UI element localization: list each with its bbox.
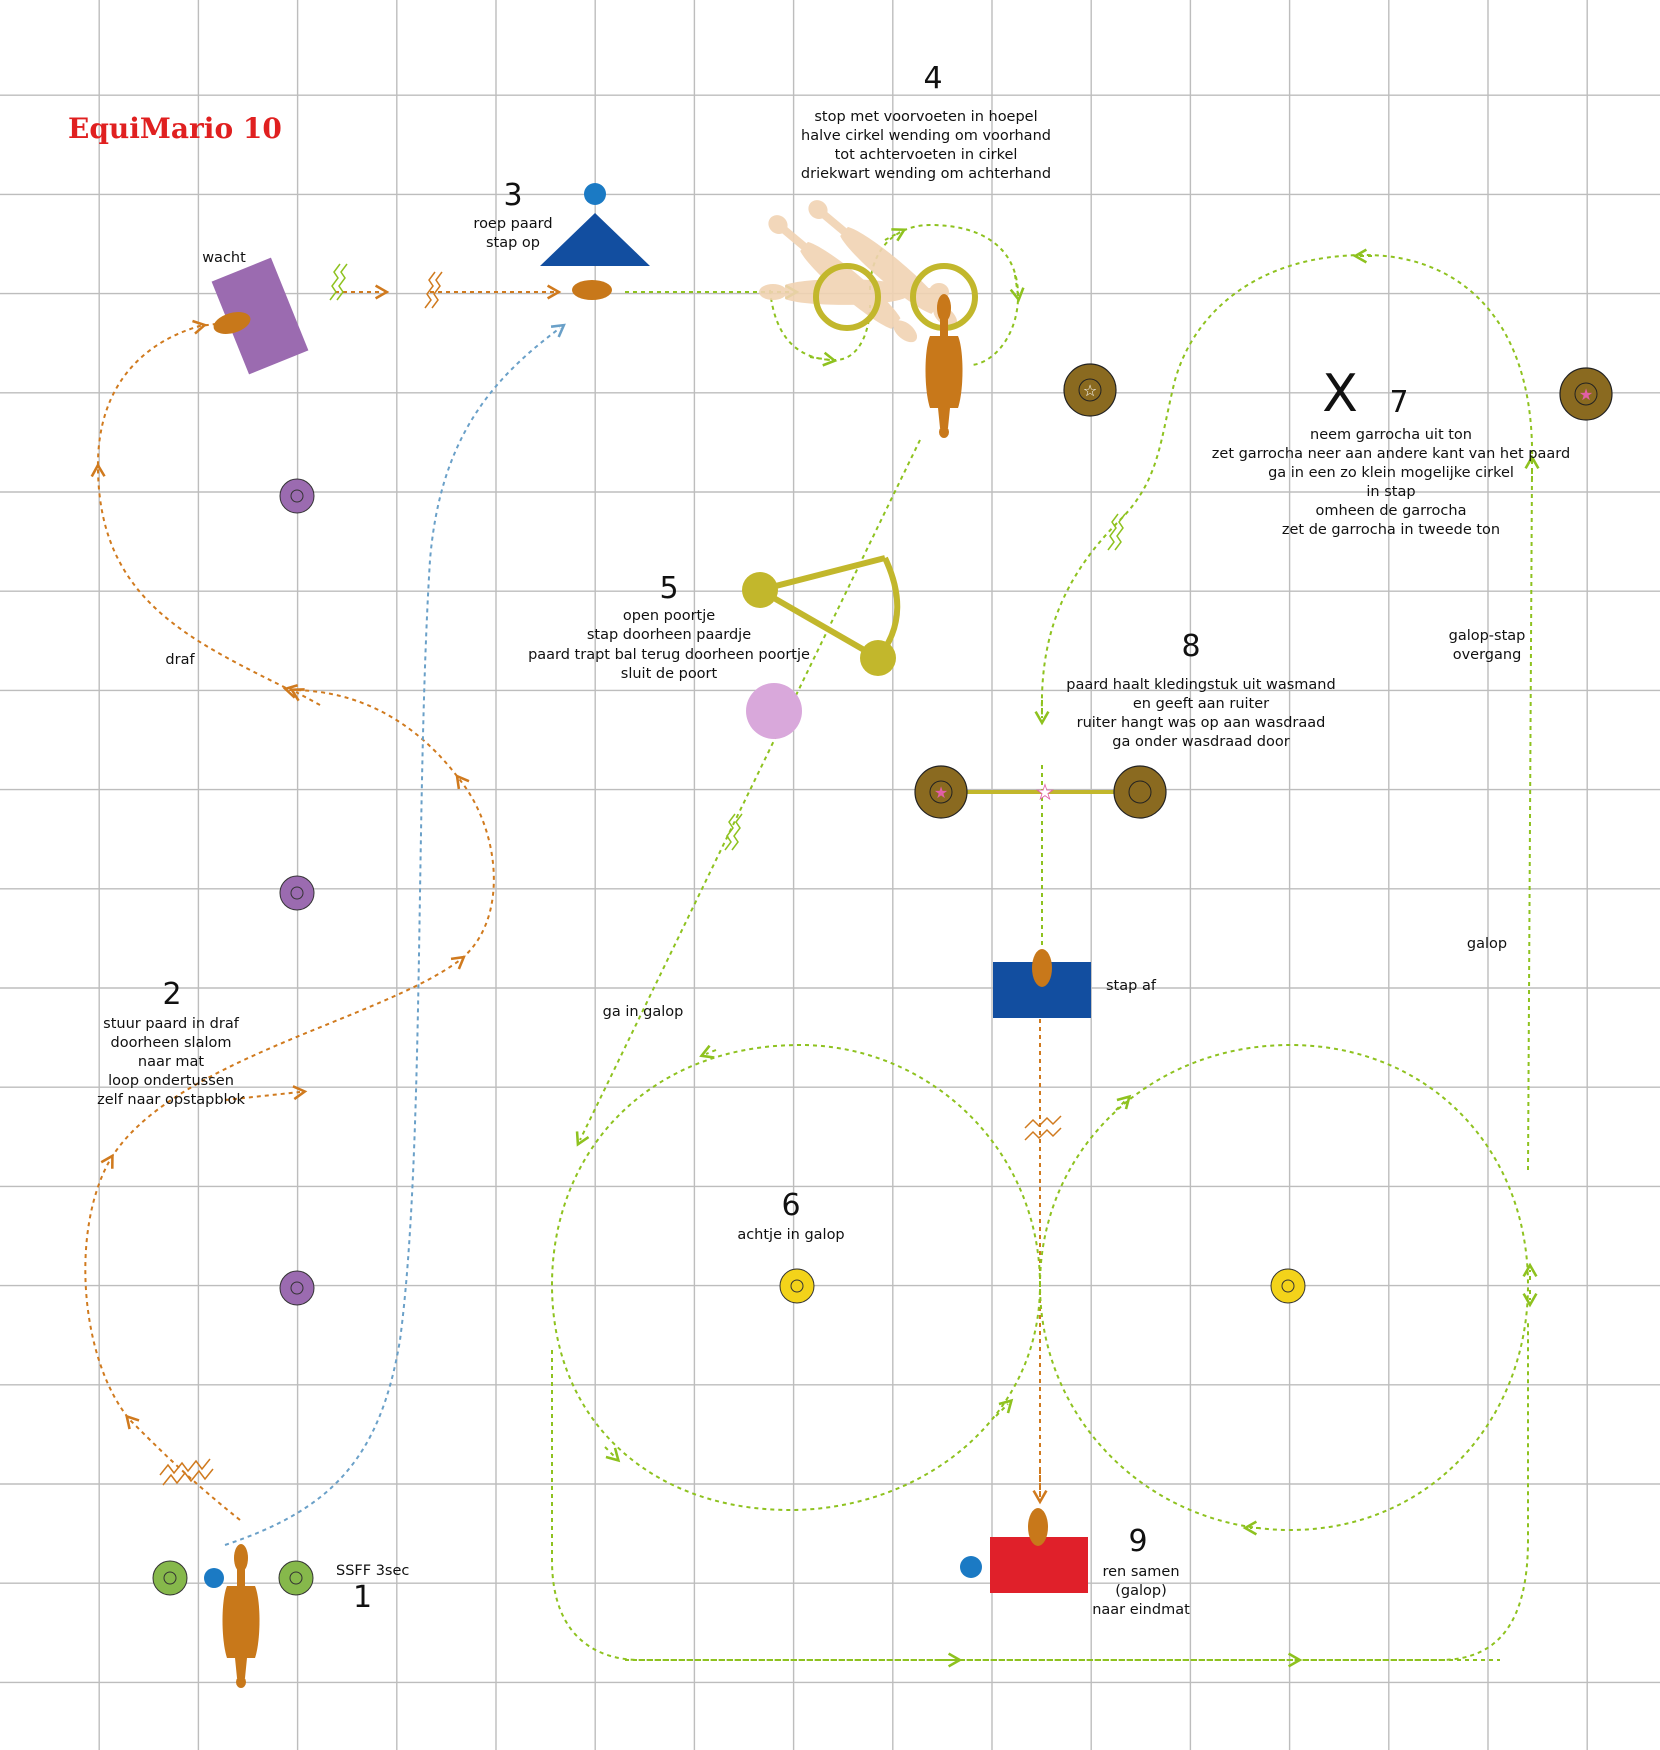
station-3: 3 roep paard stap op: [473, 178, 650, 300]
station-5-line: open poortje: [623, 608, 715, 624]
station-7-line: in stap: [1366, 484, 1415, 500]
person-icon: [204, 1568, 224, 1588]
station-6-number: 6: [781, 1188, 800, 1223]
station-2-line: naar mat: [138, 1054, 205, 1070]
station-2-line: doorheen slalom: [111, 1035, 232, 1051]
path-person: [224, 323, 566, 1546]
station-9-line: ren samen: [1102, 1564, 1179, 1580]
station-7-line: zet de garrocha in tweede ton: [1282, 522, 1500, 538]
barrel-icon: ★: [1559, 367, 1613, 421]
station-5-number: 5: [659, 571, 678, 606]
label-galop-stap-2: overgang: [1453, 647, 1522, 663]
yellow-cone-icon: [779, 1268, 815, 1304]
star-icon: ★: [1579, 385, 1593, 404]
barrel-icon: ☆: [1063, 363, 1117, 417]
station-2-line: stuur paard in draf: [103, 1016, 240, 1032]
station-2-line: loop ondertussen: [108, 1073, 234, 1089]
station-9-number: 9: [1128, 1524, 1147, 1559]
station-4: 4 stop met voorvoeten in hoepel halve ci…: [759, 61, 1051, 438]
slalom-pole-icon: [279, 875, 315, 911]
wait-mat: wacht: [202, 250, 309, 375]
station-7-line: neem garrocha uit ton: [1310, 427, 1472, 443]
x-mark: X: [1322, 364, 1358, 424]
station-2-number: 2: [162, 977, 181, 1012]
station-7: ☆ ★ X 7 neem garrocha uit ton zet garroc…: [1063, 363, 1613, 538]
page-title: EquiMario 10: [68, 112, 282, 145]
label-stap-af: stap af: [1106, 978, 1157, 994]
path-galop: [550, 223, 1540, 1668]
barrel-icon: ★: [914, 765, 968, 819]
station-3-number: 3: [503, 178, 522, 213]
station-7-number: 7: [1389, 385, 1408, 420]
person-icon: [584, 183, 606, 205]
horse-head-icon: [1032, 949, 1052, 987]
mat-icon: [211, 257, 309, 375]
station-8-line: ga onder wasdraad door: [1112, 734, 1289, 750]
station-4-number: 4: [923, 61, 942, 96]
label-galop-stap-1: galop-stap: [1449, 628, 1526, 644]
ball-icon: [746, 683, 802, 739]
station-8-line: paard haalt kledingstuk uit wasmand: [1066, 677, 1335, 693]
finish-mat-icon: [990, 1537, 1088, 1593]
slalom-poles: [279, 478, 315, 1306]
station-4-line: driekwart wending om achterhand: [801, 166, 1051, 182]
station-7-line: ga in een zo klein mogelijke cirkel: [1268, 465, 1514, 481]
zigzag-marks-orange: [159, 271, 1062, 1486]
star-icon: ☆: [1083, 381, 1097, 400]
label-galop: galop: [1467, 936, 1507, 952]
station-1-text: SSFF 3sec: [336, 1563, 409, 1579]
label-wacht: wacht: [202, 250, 246, 266]
star-icon: ★: [1036, 780, 1054, 804]
station-4-line: stop met voorvoeten in hoepel: [814, 109, 1037, 125]
station-6: 6 achtje in galop: [737, 1188, 1306, 1304]
station-8-line: ruiter hangt was op aan wasdraad: [1077, 715, 1326, 731]
yellow-cone-icon: [1270, 1268, 1306, 1304]
star-icon: ★: [934, 783, 948, 802]
station-5-line: stap doorheen paardje: [587, 627, 751, 643]
station-5: 5 open poortje stap doorheen paardje paa…: [528, 555, 901, 739]
station-1: SSFF 3sec 1: [152, 1544, 409, 1688]
label-draf: draf: [165, 652, 195, 668]
station-7-line: zet garrocha neer aan andere kant van he…: [1212, 446, 1570, 462]
barrel-icon: [1113, 765, 1167, 819]
hoop-icon: [813, 263, 881, 331]
zigzag-marks-green: [329, 263, 1126, 851]
station-1-number: 1: [353, 1580, 372, 1615]
station-8-number: 8: [1181, 629, 1200, 664]
horse-topview-icon: [222, 1544, 260, 1688]
station-9-line: (galop): [1115, 1583, 1167, 1599]
horse-head-icon: [213, 312, 251, 334]
label-ga-in-galop: ga in galop: [603, 1004, 684, 1020]
horse-topview-icon: [925, 294, 963, 438]
station-5-line: sluit de poort: [621, 666, 718, 682]
station-3-line: roep paard: [473, 216, 552, 232]
slalom-pole-icon: [279, 478, 315, 514]
station-5-line: paard trapt bal terug doorheen poortje: [528, 647, 810, 663]
station-4-line: halve cirkel wending om voorhand: [801, 128, 1051, 144]
station-6-line: achtje in galop: [737, 1227, 844, 1243]
gate-icon: [742, 555, 901, 676]
station-9: 9 ren samen (galop) naar eindmat: [960, 1508, 1190, 1618]
station-9-line: naar eindmat: [1092, 1602, 1190, 1618]
station-7-line: omheen de garrocha: [1316, 503, 1467, 519]
station-2: 2 stuur paard in draf doorheen slalom na…: [97, 977, 245, 1108]
green-cone-icon: [152, 1560, 188, 1596]
horse-head-icon: [572, 280, 612, 300]
horse-head-icon: [1028, 1508, 1048, 1546]
path-draf: [84, 284, 1048, 1521]
station-8-line: en geeft aan ruiter: [1133, 696, 1269, 712]
station-3-line: stap op: [486, 235, 540, 251]
person-icon: [960, 1556, 982, 1578]
mounting-block-icon: [540, 213, 650, 266]
station-4-line: tot achtervoeten in cirkel: [835, 147, 1018, 163]
station-2-line: zelf naar opstapblok: [97, 1092, 245, 1108]
green-cone-icon: [278, 1560, 314, 1596]
dismount-block: stap af: [993, 949, 1157, 1018]
slalom-pole-icon: [279, 1270, 315, 1306]
station-8: 8 paard haalt kledingstuk uit wasmand en…: [914, 629, 1336, 819]
